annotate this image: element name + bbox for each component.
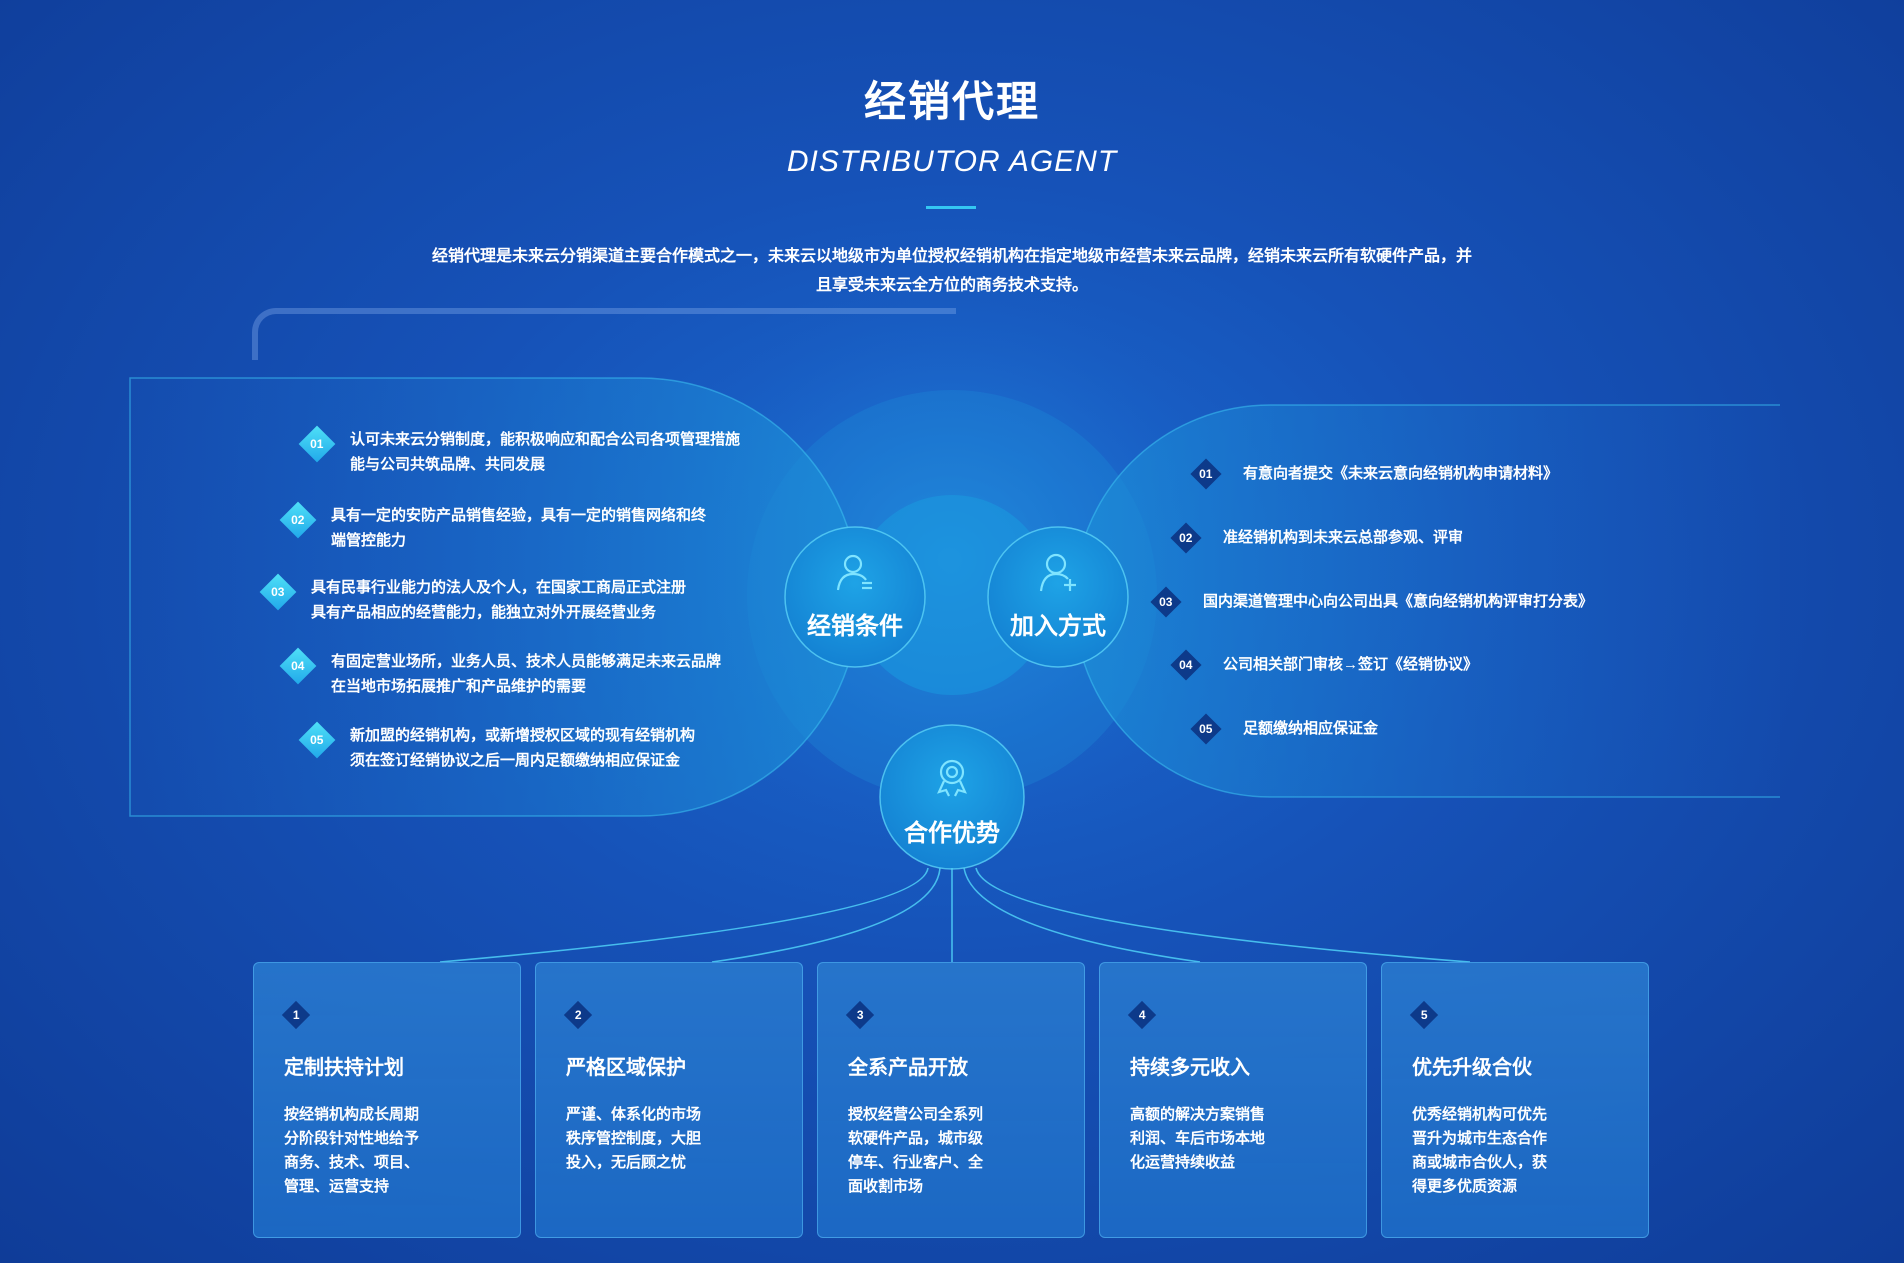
card-title: 全系产品开放 (848, 1057, 968, 1079)
card-number-badge: 5 (1409, 1000, 1439, 1030)
join-step-text: 公司相关部门审核→签订《经销协议》 (1223, 655, 1479, 673)
page-subtitle: DISTRIBUTOR AGENT (786, 145, 1118, 178)
join-step-number-badge: 04 (1170, 649, 1202, 681)
advantages-hub-label: 合作优势 (904, 820, 1000, 847)
condition-item: 01 认可未来云分销制度，能积极响应和配合公司各项管理措施 能与公司共筑品牌、共… (298, 425, 741, 477)
advantage-card: 4 持续多元收入 高额的解决方案销售利润、车后市场本地 化运营持续收益 (1099, 962, 1367, 1238)
add-user-icon (1039, 553, 1076, 592)
condition-item: 05 新加盟的经销机构，或新增授权区域的现有经销机构 须在签订经销协议之后一周内… (298, 721, 696, 773)
card-description: 优秀经销机构可优先晋升为城市生态合作 商或城市合伙人，获得更多优质资源 (1412, 1106, 1548, 1195)
join-step-text: 有意向者提交《未来云意向经销机构申请材料》 (1243, 464, 1559, 482)
join-step: 02 准经销机构到未来云总部参观、评审 (1170, 522, 1464, 554)
join-hub-label: 加入方式 (1010, 613, 1106, 640)
card-description: 严谨、体系化的市场秩序管控制度，大胆 投入，无后顾之忧 (566, 1106, 702, 1171)
advantage-card: 3 全系产品开放 授权经营公司全系列软硬件产品，城市级 停车、行业客户、全面收割… (817, 962, 1085, 1238)
condition-item: 03 具有民事行业能力的法人及个人，在国家工商局正式注册 具有产品相应的经营能力… (259, 573, 687, 625)
join-step-text: 足额缴纳相应保证金 (1243, 719, 1379, 737)
join-step-number-badge: 03 (1150, 586, 1182, 618)
conditions-hub-label: 经销条件 (807, 613, 903, 640)
join-step: 04 公司相关部门审核→签订《经销协议》 (1170, 649, 1479, 681)
card-number-badge: 1 (281, 1000, 311, 1030)
condition-text: 具有一定的安防产品销售经验，具有一定的销售网络和终 端管控能力 (331, 507, 707, 549)
card-description: 按经销机构成长周期分阶段针对性地给予 商务、技术、项目、管理、运营支持 (284, 1106, 420, 1195)
join-step-text: 国内渠道管理中心向公司出具《意向经销机构评审打分表》 (1203, 592, 1594, 610)
condition-number-badge: 04 (279, 647, 317, 685)
page-title: 经销代理 (863, 78, 1040, 125)
card-description: 授权经营公司全系列软硬件产品，城市级 停车、行业客户、全面收割市场 (848, 1106, 984, 1195)
advantage-card: 1 定制扶持计划 按经销机构成长周期分阶段针对性地给予 商务、技术、项目、管理、… (253, 962, 521, 1238)
condition-text: 具有民事行业能力的法人及个人，在国家工商局正式注册 具有产品相应的经营能力，能独… (311, 579, 687, 621)
condition-number-badge: 01 (298, 425, 336, 463)
condition-number-badge: 05 (298, 721, 336, 759)
badge-icon (937, 759, 967, 797)
condition-number-badge: 03 (259, 573, 297, 611)
card-title: 优先升级合伙 (1412, 1057, 1532, 1079)
advantage-connectors (439, 867, 1471, 963)
advantage-card: 5 优先升级合伙 优秀经销机构可优先晋升为城市生态合作 商或城市合伙人，获得更多… (1381, 962, 1649, 1238)
condition-text: 新加盟的经销机构，或新增授权区域的现有经销机构 须在签订经销协议之后一周内足额缴… (350, 727, 696, 769)
intro-line: 经销代理是未来云分销渠道主要合作模式之一，未来云以地级市为单位授权经销机构在指定… (431, 248, 1472, 265)
card-number-badge: 2 (563, 1000, 593, 1030)
join-step: 05 足额缴纳相应保证金 (1190, 713, 1379, 745)
card-title: 持续多元收入 (1130, 1057, 1250, 1079)
intro-line: 且享受未来云全方位的商务技术支持。 (815, 277, 1088, 294)
card-number-badge: 4 (1127, 1000, 1157, 1030)
join-step-number-badge: 05 (1190, 713, 1222, 745)
join-step: 01 有意向者提交《未来云意向经销机构申请材料》 (1190, 458, 1559, 490)
decorative-bracket (252, 308, 956, 360)
condition-item: 04 有固定营业场所，业务人员、技术人员能够满足未来云品牌 在当地市场拓展推广和… (279, 647, 722, 699)
condition-item: 02 具有一定的安防产品销售经验，具有一定的销售网络和终 端管控能力 (279, 501, 707, 553)
card-description: 高额的解决方案销售利润、车后市场本地 化运营持续收益 (1130, 1106, 1266, 1171)
card-title: 定制扶持计划 (284, 1057, 404, 1079)
condition-text: 认可未来云分销制度，能积极响应和配合公司各项管理措施 能与公司共筑品牌、共同发展 (350, 431, 741, 473)
title-underline (926, 206, 976, 209)
join-step: 03 国内渠道管理中心向公司出具《意向经销机构评审打分表》 (1150, 586, 1594, 618)
join-hub (987, 526, 1129, 668)
card-title: 严格区域保护 (566, 1057, 686, 1079)
condition-number-badge: 02 (279, 501, 317, 539)
join-step-text: 准经销机构到未来云总部参观、评审 (1223, 528, 1464, 546)
conditions-hub (784, 526, 926, 668)
join-step-number-badge: 02 (1170, 522, 1202, 554)
condition-text: 有固定营业场所，业务人员、技术人员能够满足未来云品牌 在当地市场拓展推广和产品维… (331, 653, 722, 695)
intro-paragraph: 经销代理是未来云分销渠道主要合作模式之一，未来云以地级市为单位授权经销机构在指定… (0, 242, 1904, 300)
card-number-badge: 3 (845, 1000, 875, 1030)
user-list-icon (836, 554, 872, 591)
advantage-card: 2 严格区域保护 严谨、体系化的市场秩序管控制度，大胆 投入，无后顾之忧 (535, 962, 803, 1238)
join-step-number-badge: 01 (1190, 458, 1222, 490)
